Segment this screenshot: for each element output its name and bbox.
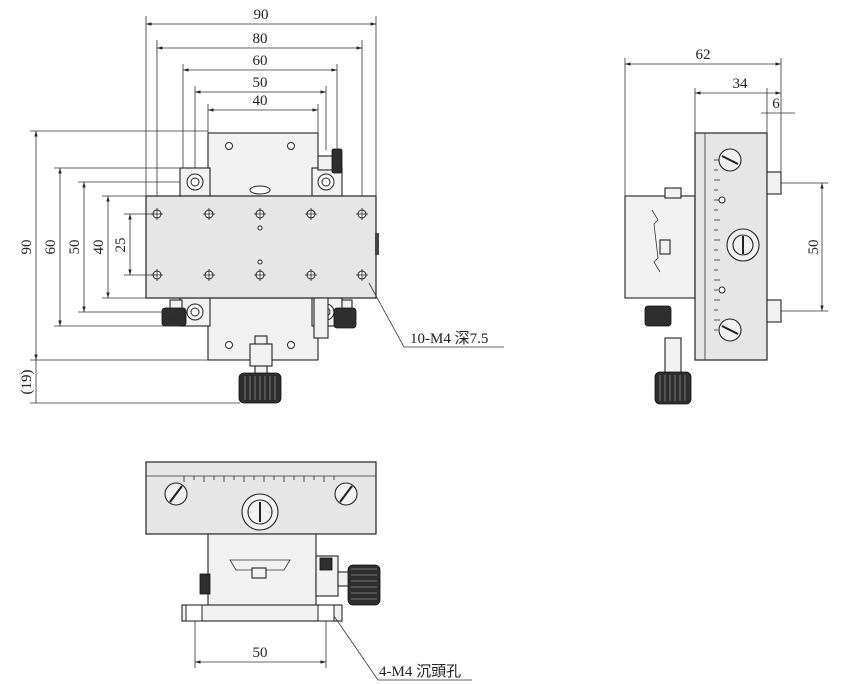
lock-block xyxy=(313,297,329,339)
counterbore-section xyxy=(185,604,203,622)
dim-19-left: (19) xyxy=(19,370,35,395)
lock-knob-left xyxy=(161,307,187,327)
side-micrometer-knob xyxy=(654,371,692,405)
front-dovetail xyxy=(229,559,291,571)
side-view-dimension-lines xyxy=(624,58,828,312)
dim-50-side: 50 xyxy=(806,240,822,255)
dim-25-left: 25 xyxy=(113,238,129,253)
dim-90-left: 90 xyxy=(19,240,35,255)
side-view: 62 34 6 50 xyxy=(624,47,828,405)
side-scale-ticks xyxy=(714,159,720,331)
dim-60-top: 60 xyxy=(253,53,268,69)
front-base-flange xyxy=(181,604,343,622)
side-micrometer-stem xyxy=(664,337,682,377)
counterbore-inner xyxy=(321,177,331,187)
screw-dot xyxy=(718,286,726,294)
side-tab-top xyxy=(766,171,782,195)
counterbore-callout: 4-M4 沉頭孔 xyxy=(379,663,461,680)
dim-62-side: 62 xyxy=(696,47,711,63)
counterbore-leader xyxy=(333,615,472,681)
front-view-dimension-lines xyxy=(194,621,327,668)
front-scale-ticks xyxy=(183,476,335,482)
front-left-stub xyxy=(199,573,211,595)
top-view-horizontal-dimension-lines xyxy=(145,16,377,196)
counterbore-section xyxy=(317,604,335,622)
lock-knob-right xyxy=(333,307,357,329)
dim-40-left: 40 xyxy=(91,240,107,255)
screw-slot xyxy=(721,155,739,165)
screw-slot xyxy=(721,325,739,335)
slot xyxy=(249,185,271,195)
tapped-hole-leader xyxy=(368,282,504,348)
dim-50-left: 50 xyxy=(67,240,83,255)
screw-slot xyxy=(169,485,183,503)
top-view: 90 80 60 50 40 90 60 50 40 25 xyxy=(19,7,504,404)
side-bump xyxy=(375,233,379,255)
side-lock-knob xyxy=(644,305,672,327)
lock-knob-top xyxy=(331,148,343,174)
dim-50-top: 50 xyxy=(253,75,268,91)
tapped-holes xyxy=(151,208,368,281)
front-lock-knob xyxy=(319,557,333,571)
front-view: 50 4-M4 沉頭孔 xyxy=(145,461,472,681)
dim-34-side: 34 xyxy=(733,76,749,92)
top-view-vertical-dimension-lines xyxy=(30,130,240,404)
front-marker xyxy=(251,567,267,579)
dim-60-left: 60 xyxy=(43,240,59,255)
screw-dot xyxy=(287,341,295,349)
dim-80-top: 80 xyxy=(253,31,268,47)
screw-dot xyxy=(225,341,233,349)
screw-slot xyxy=(339,485,353,503)
counterbore-inner xyxy=(190,307,200,317)
dovetail-profile xyxy=(651,209,661,273)
side-stub xyxy=(664,187,682,199)
micrometer-sleeve xyxy=(249,343,273,367)
dim-6-side: 6 xyxy=(772,96,780,112)
screw-dot xyxy=(718,196,726,204)
side-tab-bottom xyxy=(766,299,782,323)
dim-50-front: 50 xyxy=(253,645,268,661)
tapped-hole-callout: 10-M4 深7.5 xyxy=(410,330,488,347)
counterbore-inner xyxy=(190,177,200,187)
side-marker xyxy=(659,239,671,255)
screw-dot xyxy=(225,142,233,150)
dim-40-top: 40 xyxy=(253,93,268,109)
dim-90-top: 90 xyxy=(254,7,269,23)
screw-dot xyxy=(287,142,295,150)
